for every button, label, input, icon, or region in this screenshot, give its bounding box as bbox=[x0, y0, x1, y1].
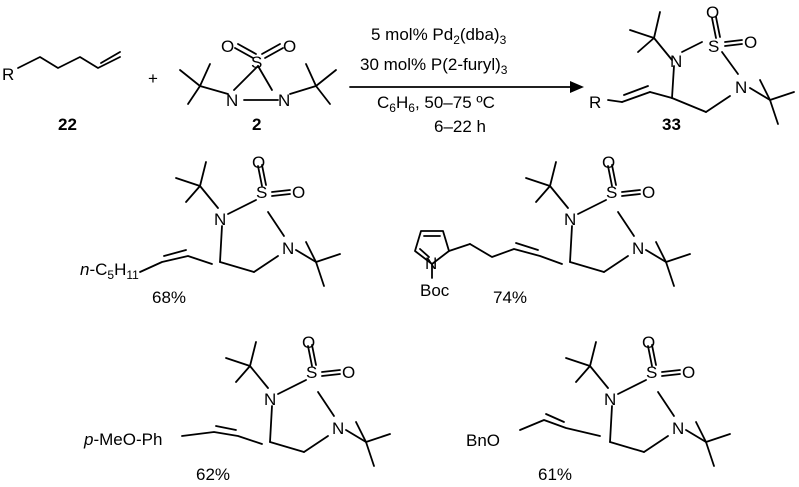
product-33: R N N S O O 33 bbox=[589, 3, 795, 134]
o-atom-right: O bbox=[682, 363, 695, 382]
n-atom-left: N bbox=[604, 390, 616, 409]
o-atom-top: O bbox=[252, 153, 265, 172]
s-atom: S bbox=[708, 37, 719, 56]
substituent-label: n-C5H11 bbox=[80, 260, 139, 282]
reactant-22: R 22 bbox=[2, 51, 121, 134]
n-atom-left: N bbox=[264, 390, 276, 409]
s-atom: S bbox=[251, 53, 262, 72]
yield-label: 68% bbox=[152, 288, 186, 307]
example-74: N Boc 74% bbox=[414, 230, 527, 307]
r-group-label: R bbox=[589, 93, 601, 112]
pyrrole-n-atom: N bbox=[425, 254, 437, 273]
arrow-head bbox=[570, 81, 584, 93]
compound-number-22: 22 bbox=[58, 115, 77, 134]
conditions-line-2: 30 mol% P(2-furyl)3 bbox=[360, 55, 508, 77]
n-atom-right: N bbox=[332, 419, 344, 438]
n-atom-left: N bbox=[214, 210, 226, 229]
compound-number-2: 2 bbox=[252, 115, 261, 134]
o-atom-right: O bbox=[292, 183, 305, 202]
s-atom: S bbox=[256, 183, 267, 202]
n-atom-right: N bbox=[278, 91, 290, 110]
n-atom-left: N bbox=[564, 210, 576, 229]
n-atom-left: N bbox=[670, 52, 682, 71]
yield-label: 61% bbox=[538, 465, 572, 484]
plus-sign: + bbox=[148, 69, 158, 88]
conditions-line-1: 5 mol% Pd2(dba)3 bbox=[371, 25, 507, 47]
substituent-label: BnO bbox=[466, 431, 500, 450]
reaction-arrow-group: 5 mol% Pd2(dba)3 30 mol% P(2-furyl)3 C6H… bbox=[349, 25, 584, 136]
conditions-line-3: C6H6, 50–75 ºC bbox=[377, 93, 495, 115]
o-atom-left: O bbox=[221, 37, 234, 56]
example-61: BnO 61% bbox=[466, 431, 572, 484]
o-atom-right: O bbox=[744, 33, 757, 52]
r-group-label: R bbox=[2, 65, 14, 84]
boc-label: Boc bbox=[420, 281, 450, 300]
o-atom-top: O bbox=[602, 153, 615, 172]
conditions-line-4: 6–22 h bbox=[434, 117, 486, 136]
o-atom-right: O bbox=[342, 363, 355, 382]
s-atom: S bbox=[646, 363, 657, 382]
n-atom-right: N bbox=[735, 78, 747, 97]
substituent-label: p-MeO-Ph bbox=[83, 430, 162, 449]
s-atom: S bbox=[306, 363, 317, 382]
o-atom-top: O bbox=[642, 333, 655, 352]
n-atom-right: N bbox=[282, 239, 294, 258]
o-atom-right: O bbox=[642, 183, 655, 202]
compound-number-33: 33 bbox=[662, 115, 681, 134]
n-atom-right: N bbox=[672, 419, 684, 438]
example-62: p-MeO-Ph 62% bbox=[83, 430, 230, 484]
s-atom: S bbox=[606, 183, 617, 202]
yield-label: 62% bbox=[196, 465, 230, 484]
example-68: n-C5H11 68% bbox=[80, 260, 186, 307]
o-atom-top: O bbox=[302, 333, 315, 352]
o-atom-right: O bbox=[283, 37, 296, 56]
reagent-2: N N S O O 2 bbox=[179, 37, 337, 134]
n-atom-left: N bbox=[226, 91, 238, 110]
yield-label: 74% bbox=[493, 288, 527, 307]
n-atom-right: N bbox=[632, 239, 644, 258]
o-atom-top: O bbox=[706, 3, 719, 22]
